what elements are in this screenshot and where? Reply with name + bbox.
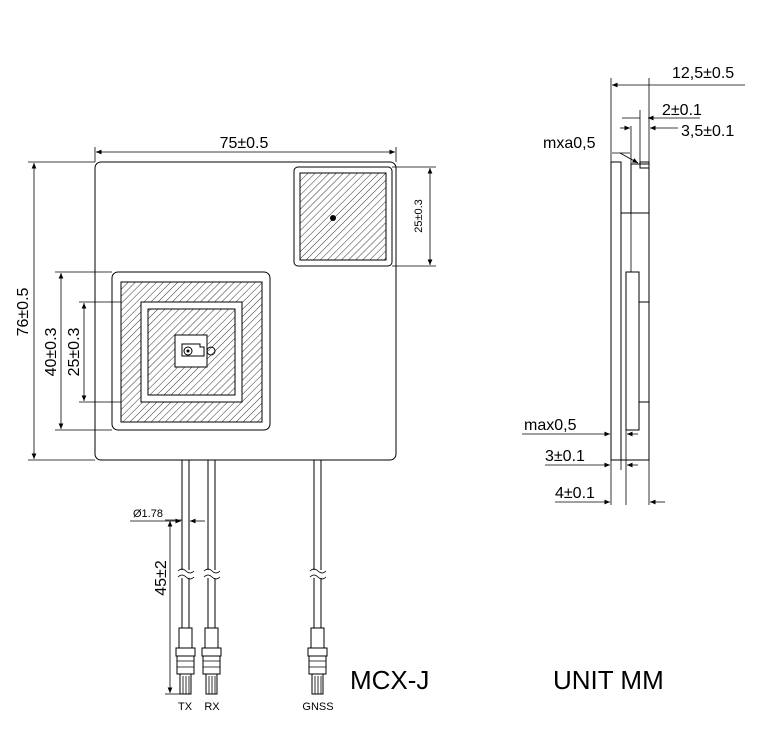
tx-feed-icon [183, 346, 193, 356]
feed-point [330, 215, 336, 221]
rx-label: RX [204, 701, 220, 713]
gnss-connector [307, 627, 328, 695]
dim-3: 3±0.1 [545, 448, 585, 465]
cables [177, 460, 327, 628]
large-patch [111, 271, 271, 431]
connector-type-label: MCX-J [350, 665, 429, 695]
side-small-patch [630, 163, 650, 214]
tx-connector [175, 627, 196, 695]
side-base-plate [610, 161, 622, 461]
gnss-label: GNSS [302, 701, 333, 713]
unit-label: UNIT MM [553, 665, 664, 695]
side-large-patch [625, 271, 640, 431]
total-thickness-dimension: 12,5±0.5 [672, 65, 734, 82]
width-dimension: 75±0.5 [220, 135, 269, 152]
small-patch-dimension: 25±0.3 [413, 199, 425, 233]
large-patch-outer-dimension: 40±0.3 [43, 327, 60, 376]
cable-diameter-dimension: Ø1.78 [133, 508, 163, 520]
antenna-plate [94, 161, 397, 461]
max-top-dimension: mxa0,5 [543, 135, 596, 152]
small-patch [293, 166, 393, 267]
side-view: 12,5±0.5 2±0.1 3,5±0.1 mxa0,5 max0,5 3±0… [522, 65, 745, 695]
max-bottom-dimension: max0,5 [524, 417, 577, 434]
front-view: 75±0.5 76±0.5 40±0.3 25±0.3 25±0.3 [15, 135, 436, 713]
rx-feed-icon [206, 346, 216, 356]
tx-label: TX [178, 701, 193, 713]
rx-connector [201, 627, 222, 695]
cable-length-dimension: 45±2 [153, 560, 170, 596]
dim-4: 4±0.1 [555, 485, 595, 502]
height-dimension: 76±0.5 [15, 287, 32, 336]
large-patch-inner-dimension: 25±0.3 [66, 327, 83, 376]
dim-3-5: 3,5±0.1 [681, 123, 734, 140]
dim-2: 2±0.1 [662, 102, 702, 119]
